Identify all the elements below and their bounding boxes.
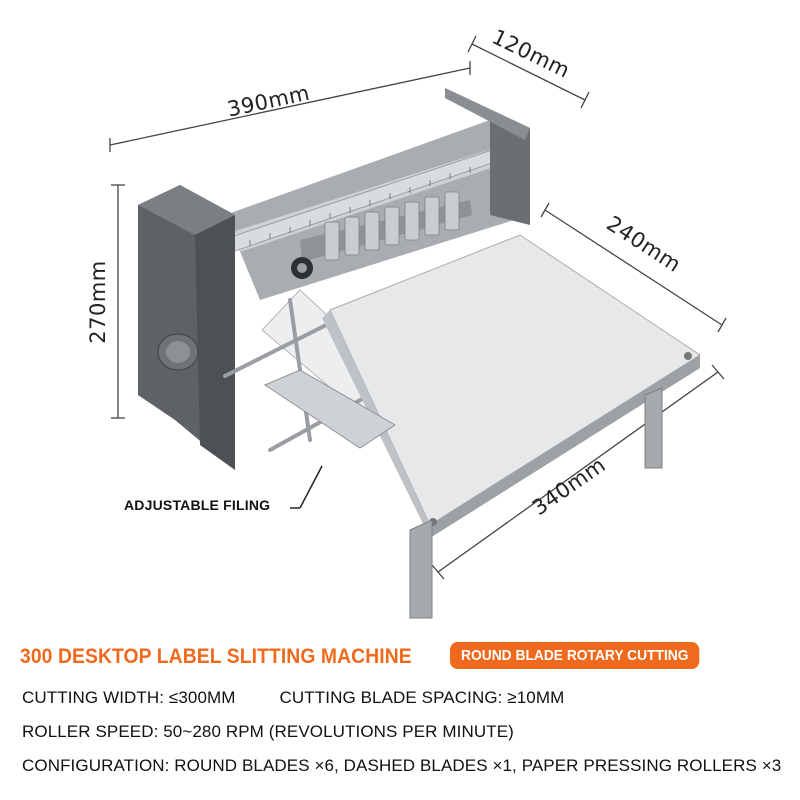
callout-adjustable-filing: ADJUSTABLE FILING (124, 497, 271, 513)
feature-badge: ROUND BLADE ROTARY CUTTING (450, 642, 700, 669)
dim-label-270: 270mm (86, 260, 110, 344)
machine (138, 88, 701, 619)
spec-cutting-width: CUTTING WIDTH: ≤300MM (22, 688, 236, 707)
machine-illustration: 390mm 120mm 270mm 240mm 340mm (86, 25, 727, 619)
dim-label-390: 390mm (225, 81, 312, 122)
spec-line-1: CUTTING WIDTH: ≤300MM CUTTING BLADE SPACI… (22, 688, 564, 708)
adjustment-knob (157, 333, 199, 371)
spec-configuration: CONFIGURATION: ROUND BLADES ×6, DASHED B… (22, 756, 782, 775)
dim-label-240: 240mm (602, 211, 685, 277)
product-title: 300 DESKTOP LABEL SLITTING MACHINE (20, 645, 412, 668)
adjustable-filing-bar (263, 369, 396, 449)
table-legs (409, 387, 663, 619)
dim-label-120: 120mm (488, 25, 574, 83)
title-row: 300 DESKTOP LABEL SLITTING MACHINE ROUND… (20, 640, 790, 674)
callout-line (290, 465, 323, 509)
blade-assembly (291, 191, 472, 279)
dimension-lines (109, 35, 727, 580)
spec-roller-speed: ROLLER SPEED: 50~280 RPM (REVOLUTIONS PE… (22, 722, 514, 741)
spec-blade-spacing: CUTTING BLADE SPACING: ≥10MM (279, 688, 565, 707)
